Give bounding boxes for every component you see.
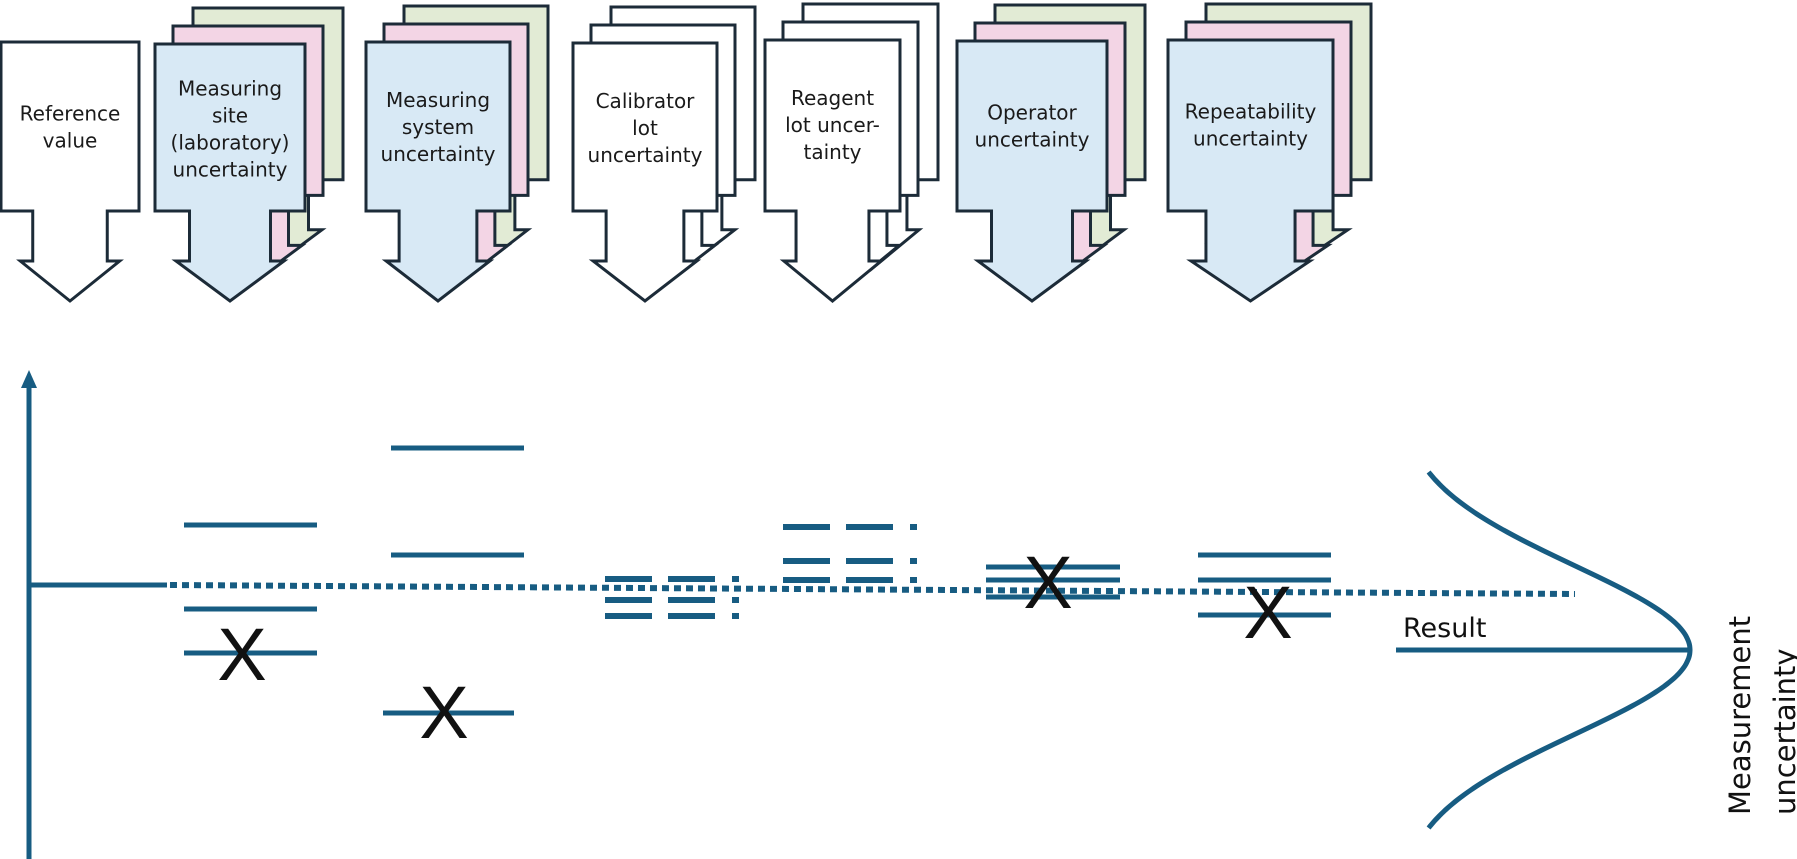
front-arrow (571, 41, 719, 303)
source-label-line: Measuring (386, 88, 490, 112)
measurement-uncertainty-label-line-2: uncertainty (1768, 648, 1797, 815)
source-label-line: Repeatability (1185, 100, 1317, 124)
source-arrow-measuring-site: Measuring site (laboratory) uncertainty (153, 6, 345, 303)
front-arrow (763, 38, 902, 303)
front-arrow (955, 39, 1109, 303)
reference-value-dotted (169, 582, 1576, 597)
source-label-line: tainty (803, 140, 861, 164)
source-arrow-calibrator-lot: Calibrator lot uncertainty (571, 5, 757, 303)
source-arrow-reference: Reference value (0, 40, 141, 303)
front-arrow (364, 40, 512, 303)
source-arrow-operator: Operator uncertainty (955, 3, 1147, 303)
source-label-line: uncertainty (173, 158, 288, 182)
source-arrow-reagent-lot: Reagent lot uncer-tainty (763, 2, 940, 303)
measurement-groups: X X X X (184, 445, 1331, 754)
front-arrow (153, 42, 307, 303)
result-distribution: Result Measurement uncertainty (1396, 470, 1797, 830)
reference-value-line (29, 582, 1576, 597)
group-measuring-system: X (383, 445, 524, 754)
group-operator: X (986, 541, 1120, 624)
source-label-line: lot uncer- (785, 113, 880, 137)
measurement-uncertainty-label-line-1: Measurement (1723, 616, 1757, 815)
source-label-line: Reference (20, 102, 121, 126)
group-reagent-lot (783, 524, 917, 583)
source-label-line: Operator (987, 101, 1077, 125)
source-label-line: uncertainty (381, 142, 496, 166)
source-label-line: uncertainty (588, 143, 703, 167)
x-mark: X (1023, 541, 1072, 624)
group-measuring-site: X (184, 522, 317, 696)
front-arrow (0, 40, 141, 303)
source-label-line: system (402, 115, 474, 139)
source-label-line: site (212, 104, 248, 128)
group-repeatability: X (1198, 552, 1331, 654)
result-label: Result (1403, 613, 1486, 644)
source-label-line: Reagent (791, 86, 874, 110)
source-label-line: Calibrator (596, 89, 696, 113)
value-axis (21, 370, 37, 859)
uncertainty-plot: X X X X Result Measurement uncertainty (21, 370, 1797, 859)
source-label-line: uncertainty (975, 128, 1090, 152)
source-label-line: lot (632, 116, 658, 140)
source-arrow-repeatability: Repeatability uncertainty (1166, 2, 1373, 303)
source-label-line: Measuring (178, 77, 282, 101)
x-mark: X (1243, 571, 1292, 654)
x-mark: X (217, 613, 266, 696)
group-calibrator-lot (605, 576, 739, 619)
uncertainty-source-arrows: Reference value Measuring site (laboratory) u… (0, 2, 1373, 303)
x-mark: X (419, 671, 468, 754)
source-label-line: value (43, 129, 98, 153)
source-label-line: (laboratory) (171, 131, 290, 155)
front-arrow (1166, 38, 1335, 303)
source-label-line: uncertainty (1193, 127, 1308, 151)
source-arrow-measuring-system: Measuring system uncertainty (364, 4, 550, 303)
axis-arrowhead-icon (21, 370, 37, 388)
